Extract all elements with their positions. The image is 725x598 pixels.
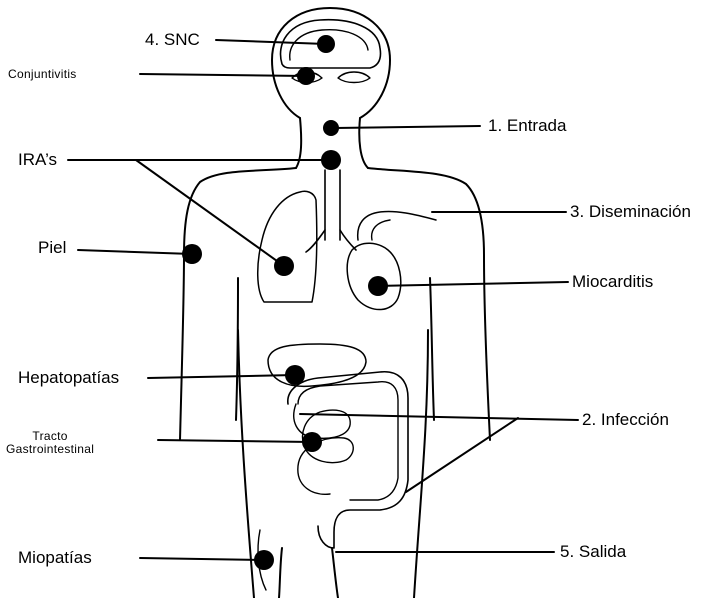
marker-conjuntivitis bbox=[297, 67, 315, 85]
heart-outline bbox=[347, 243, 401, 309]
leg-crotch-right bbox=[332, 548, 338, 598]
label-diseminacion: 3. Diseminación bbox=[570, 202, 691, 222]
heart-vessels bbox=[358, 211, 436, 240]
infeccion-diag bbox=[406, 418, 518, 492]
small-intestine bbox=[294, 404, 353, 494]
heart-vessels-inner bbox=[372, 220, 390, 240]
label-hepatopatias: Hepatopatías bbox=[18, 368, 119, 388]
head-outline bbox=[272, 8, 390, 118]
label-tracto: Tracto Gastrointestinal bbox=[6, 430, 94, 456]
waist-right bbox=[414, 330, 428, 598]
label-entrada: 1. Entrada bbox=[488, 116, 566, 136]
label-piel: Piel bbox=[38, 238, 66, 258]
label-iras: IRA’s bbox=[18, 150, 57, 170]
label-salida: 5. Salida bbox=[560, 542, 626, 562]
liver-outline bbox=[268, 344, 366, 386]
conjuntivitis-leader bbox=[140, 74, 306, 76]
miopatias-leader bbox=[140, 558, 264, 560]
leg-inner bbox=[279, 548, 282, 598]
marker-iras-lung bbox=[274, 256, 294, 276]
lung-left bbox=[258, 191, 317, 302]
tracto-leader bbox=[158, 440, 312, 442]
neck-right bbox=[359, 118, 368, 168]
marker-hepatopatias bbox=[285, 365, 305, 385]
label-conjuntivitis: Conjuntivitis bbox=[8, 68, 77, 81]
miocarditis-leader bbox=[378, 282, 568, 286]
arm-inner-right bbox=[430, 278, 434, 420]
snc-leader bbox=[216, 40, 326, 44]
hepatopatias-leader bbox=[148, 375, 295, 378]
label-infeccion: 2. Infección bbox=[582, 410, 669, 430]
label-miopatias: Miopatías bbox=[18, 548, 92, 568]
eye-right bbox=[338, 72, 370, 83]
marker-entrada bbox=[323, 120, 339, 136]
label-snc: 4. SNC bbox=[145, 30, 200, 50]
marker-miopatias bbox=[254, 550, 274, 570]
waist-left bbox=[238, 330, 254, 598]
label-tracto-line2: Gastrointestinal bbox=[6, 443, 94, 456]
marker-miocarditis bbox=[368, 276, 388, 296]
marker-piel bbox=[182, 244, 202, 264]
iras-leader-diag bbox=[136, 160, 284, 266]
trachea bbox=[325, 170, 340, 240]
marker-snc bbox=[317, 35, 335, 53]
bronchi bbox=[306, 230, 356, 252]
entrada-leader bbox=[335, 126, 480, 128]
marker-tracto bbox=[302, 432, 322, 452]
colon-outline bbox=[288, 372, 408, 548]
torso-right-outline bbox=[368, 168, 490, 440]
piel-leader bbox=[78, 250, 192, 254]
marker-iras-trachea bbox=[321, 150, 341, 170]
label-miocarditis: Miocarditis bbox=[572, 272, 653, 292]
infeccion-leader bbox=[300, 414, 578, 420]
